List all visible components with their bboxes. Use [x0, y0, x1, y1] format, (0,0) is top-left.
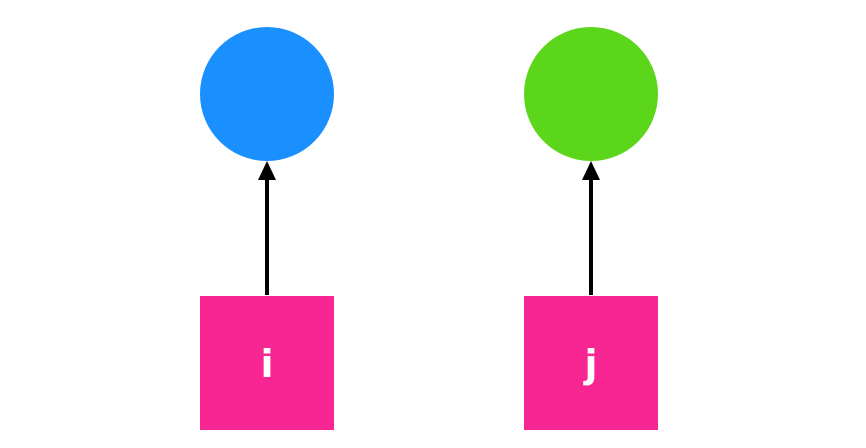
output-node-j	[524, 27, 658, 161]
input-label-j: j	[582, 342, 597, 386]
column-j: j	[524, 27, 658, 430]
input-node-i	[200, 296, 334, 430]
arrowhead-i	[258, 161, 276, 180]
output-node-i	[200, 27, 334, 161]
arrowhead-j	[582, 161, 600, 180]
column-i: i	[200, 27, 334, 430]
input-node-j	[524, 296, 658, 430]
input-label-i: i	[260, 342, 273, 386]
